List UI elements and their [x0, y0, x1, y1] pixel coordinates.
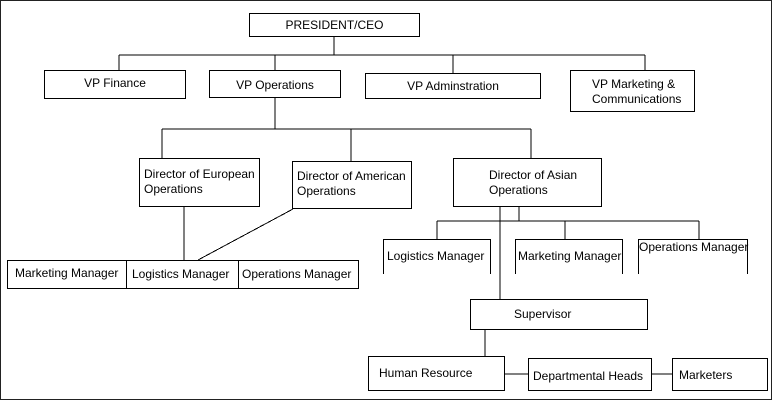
director-american-label-line1: Director of American — [297, 169, 406, 183]
president-ceo-label: PRESIDENT/CEO — [285, 18, 384, 32]
eu-logistics-manager-label: Logistics Manager — [132, 267, 230, 281]
director-american-label-line2: Operations — [297, 184, 356, 198]
eu-marketing-manager-label: Marketing Manager — [15, 266, 119, 280]
director-american-box: Director of American Operations — [292, 161, 412, 209]
eu-operations-manager-box: Operations Manager — [238, 260, 359, 289]
departmental-heads-box: Departmental Heads — [528, 358, 652, 391]
vp-operations-box: VP Operations — [209, 70, 341, 98]
asia-logistics-manager-box: Logistics Manager — [383, 239, 491, 274]
human-resource-label: Human Resource — [379, 366, 473, 380]
asia-operations-manager-label: Operations Manager — [639, 240, 749, 254]
vp-administration-box: VP Adminstration — [365, 73, 541, 99]
director-european-box: Director of European Operations — [139, 158, 260, 207]
director-asian-label-line2: Operations — [489, 183, 548, 197]
asia-marketing-manager-box: Marketing Manager — [515, 239, 623, 274]
director-asian-label-line1: Director of Asian — [489, 168, 578, 182]
supervisor-label: Supervisor — [514, 307, 572, 321]
marketers-label: Marketers — [679, 368, 733, 382]
vp-marketing-label-line2: Communications — [592, 92, 682, 106]
eu-marketing-manager-box: Marketing Manager — [7, 260, 127, 289]
director-european-label-line2: Operations — [144, 182, 203, 196]
asia-logistics-manager-label: Logistics Manager — [387, 249, 485, 263]
marketers-box: Marketers — [672, 358, 768, 391]
human-resource-box: Human Resource — [368, 356, 505, 391]
vp-marketing-label-line1: VP Marketing & — [592, 77, 676, 91]
vp-marketing-box: VP Marketing & Communications — [570, 70, 695, 112]
eu-logistics-manager-box: Logistics Manager — [126, 260, 239, 289]
eu-operations-manager-label: Operations Manager — [242, 267, 352, 281]
director-european-label-line1: Director of European — [144, 167, 255, 181]
director-asian-box: Director of Asian Operations — [453, 158, 602, 207]
asia-marketing-manager-label: Marketing Manager — [518, 249, 622, 263]
vp-finance-box: VP Finance — [44, 70, 186, 99]
asia-operations-manager-box: Operations Manager — [638, 239, 748, 274]
president-ceo-box: PRESIDENT/CEO — [249, 13, 420, 37]
vp-operations-label: VP Operations — [236, 78, 314, 92]
vp-finance-label: VP Finance — [84, 76, 146, 90]
supervisor-box: Supervisor — [470, 299, 648, 330]
departmental-heads-label: Departmental Heads — [533, 369, 644, 383]
vp-administration-label: VP Adminstration — [407, 79, 499, 93]
